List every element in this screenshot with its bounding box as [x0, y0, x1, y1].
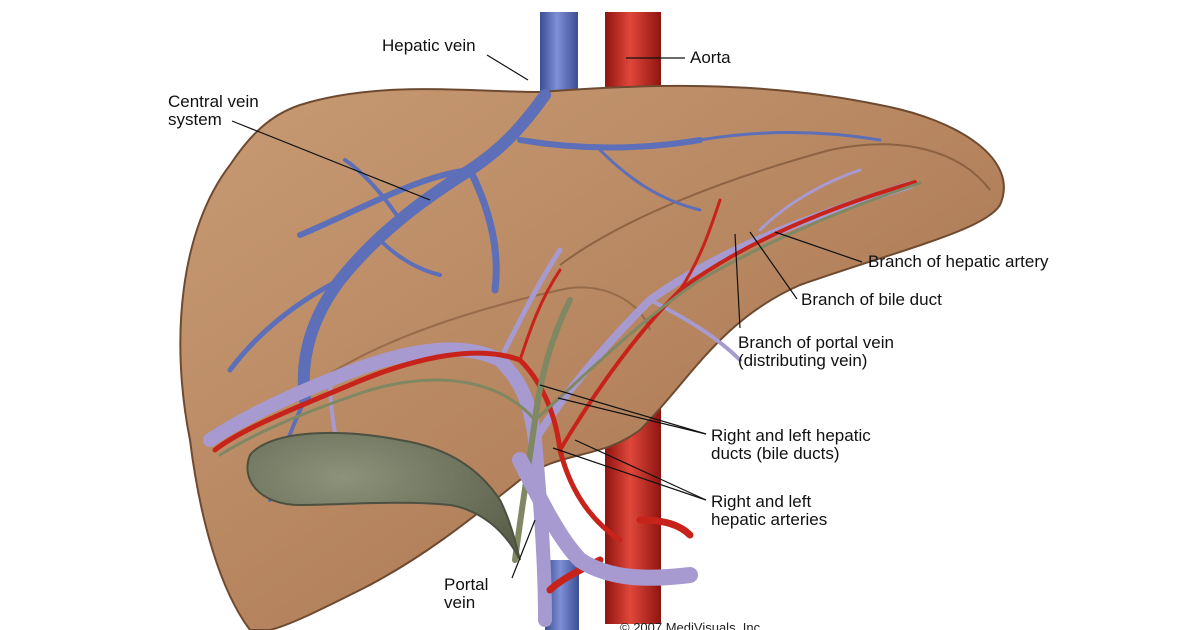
label-portal-vein-line2: vein	[444, 593, 476, 612]
label-portal-vein: Portal vein	[444, 576, 488, 612]
label-hepatic-artery-branch-text: Branch of hepatic artery	[868, 252, 1049, 271]
label-bile-duct-branch: Branch of bile duct	[801, 291, 942, 309]
label-portal-branch-line2: (distributing vein)	[738, 351, 868, 370]
leader-portal-vein	[511, 519, 536, 579]
label-hepatic-vein-text: Hepatic vein	[382, 36, 476, 55]
leader-hepatic-ducts-a	[539, 384, 707, 435]
leader-portal-branch	[734, 233, 741, 329]
label-bile-duct-branch-text: Branch of bile duct	[801, 290, 942, 309]
liver-lower-edge	[319, 286, 651, 381]
bile-duct-network	[218, 181, 922, 563]
label-hepatic-arteries-line2: hepatic arteries	[711, 510, 828, 529]
portal-vein-trunk	[512, 452, 698, 586]
label-central-vein-line1: Central vein	[168, 92, 259, 111]
label-aorta-text: Aorta	[690, 48, 731, 67]
leader-hepatic-artery-branch	[774, 231, 863, 263]
leader-hepatic-vein	[486, 54, 529, 81]
label-central-vein-system: Central vein system	[168, 93, 259, 129]
label-portal-branch-line1: Branch of portal vein	[738, 333, 894, 352]
label-hepatic-artery-branch: Branch of hepatic artery	[868, 253, 1048, 271]
gallbladder	[246, 431, 521, 561]
label-central-vein-line2: system	[168, 110, 222, 129]
label-portal-vein-branch: Branch of portal vein (distributing vein…	[738, 334, 894, 370]
label-hepatic-vein: Hepatic vein	[382, 37, 476, 55]
label-hepatic-ducts: Right and left hepatic ducts (bile ducts…	[711, 427, 871, 463]
leader-central-vein	[231, 120, 431, 201]
leader-hepatic-ducts-b	[557, 397, 707, 435]
copyright-notice: © 2007 MediVisuals, Inc.	[620, 619, 764, 630]
label-hepatic-ducts-line2: ducts (bile ducts)	[711, 444, 840, 463]
central-vein-network	[227, 89, 882, 502]
label-aorta: Aorta	[690, 49, 731, 67]
leader-bile-duct-branch	[749, 231, 798, 300]
leader-hepatic-arteries-a	[552, 447, 707, 501]
hepatic-artery-network	[212, 180, 917, 594]
liver-lobe-fold	[559, 143, 991, 266]
leader-lines	[231, 54, 863, 579]
leader-hepatic-arteries-b	[574, 439, 707, 501]
label-hepatic-ducts-line1: Right and left hepatic	[711, 426, 871, 445]
copyright-text: © 2007 MediVisuals, Inc.	[620, 620, 764, 630]
label-portal-vein-line1: Portal	[444, 575, 489, 594]
label-hepatic-arteries: Right and left hepatic arteries	[711, 493, 827, 529]
label-hepatic-arteries-line1: Right and left	[711, 492, 812, 511]
